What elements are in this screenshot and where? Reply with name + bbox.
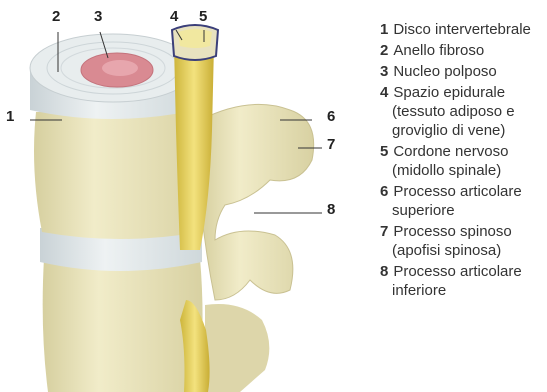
callout-5: 5 [199, 8, 207, 25]
callout-2: 2 [52, 8, 60, 25]
callout-8: 8 [327, 201, 335, 218]
lower-posterior-bone [205, 304, 269, 392]
callout-4: 4 [170, 8, 178, 25]
spine-illustration [0, 0, 350, 392]
callout-6: 6 [327, 108, 335, 125]
lower-vertebral-body [43, 258, 203, 392]
callout-7: 7 [327, 136, 335, 153]
articular-processes [200, 104, 314, 300]
callout-1: 1 [6, 108, 14, 125]
callout-3: 3 [94, 8, 102, 25]
